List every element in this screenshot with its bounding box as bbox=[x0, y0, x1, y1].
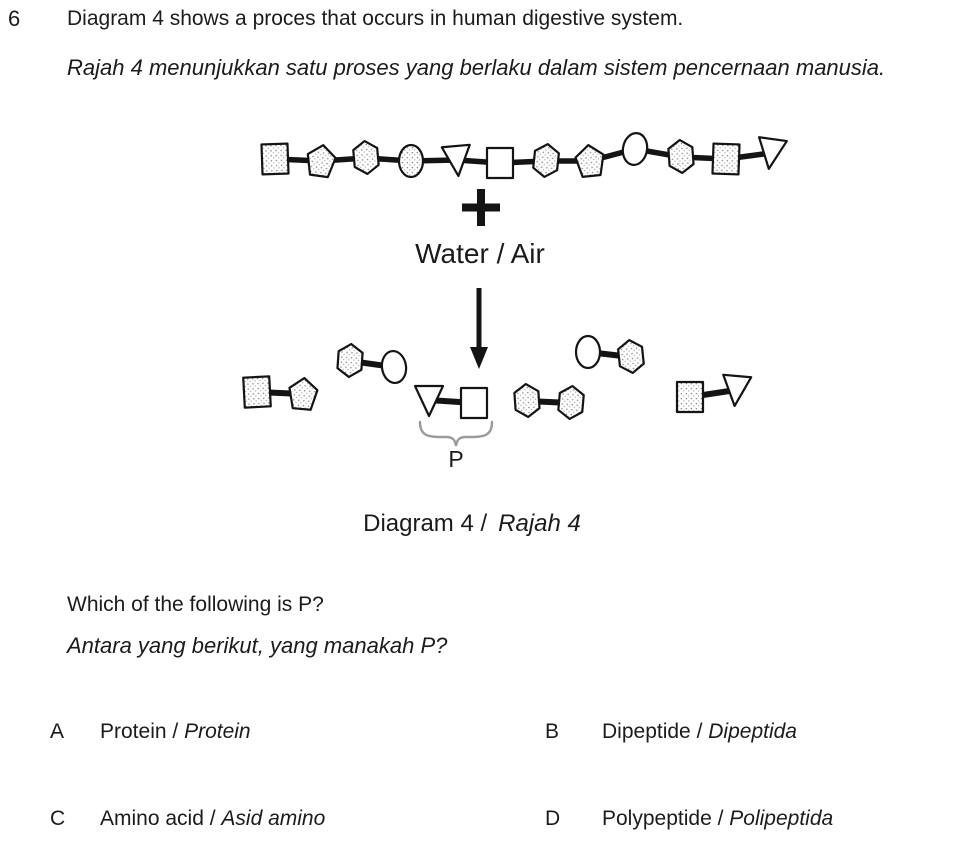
option-c-text: Amino acid / Asid amino bbox=[100, 806, 325, 831]
p-brace-icon bbox=[418, 420, 494, 447]
option-c-ms: Asid amino bbox=[221, 807, 326, 830]
caption-ms: Rajah 4 bbox=[498, 510, 581, 537]
hexagon-unit bbox=[336, 342, 364, 379]
oval-unit bbox=[380, 349, 408, 385]
dipeptide-pair bbox=[513, 382, 585, 421]
option-d-separator: / bbox=[711, 807, 730, 830]
option-b-separator: / bbox=[690, 720, 709, 743]
square-unit bbox=[260, 142, 290, 176]
option-b-letter: B bbox=[545, 720, 560, 743]
question-prompt-en: Diagram 4 shows a proces that occurs in … bbox=[67, 7, 684, 30]
pentagon-unit bbox=[306, 144, 337, 179]
question-prompt-ms: Rajah 4 menunjukkan satu proses yang ber… bbox=[67, 55, 886, 80]
pentagon-unit bbox=[574, 143, 605, 178]
option-d-text: Polypeptide / Polipeptida bbox=[602, 806, 833, 831]
option-b-en: Dipeptide bbox=[602, 720, 691, 743]
option-c-en: Amino acid bbox=[100, 807, 204, 830]
hexagon-unit bbox=[532, 142, 560, 179]
option-d-en: Polypeptide bbox=[602, 807, 712, 830]
dipeptide-pair bbox=[574, 334, 645, 375]
option-a-en: Protein bbox=[100, 720, 167, 743]
oval-unit bbox=[574, 334, 602, 370]
question-ask-ms: Antara yang berikut, yang manakah P? bbox=[67, 633, 448, 658]
square-unit bbox=[485, 146, 515, 180]
dipeptide-pair bbox=[336, 342, 408, 385]
option-d-ms: Polipeptida bbox=[729, 807, 834, 830]
oval-unit bbox=[621, 132, 649, 166]
pentagon-unit bbox=[288, 376, 319, 411]
product-p-label: P bbox=[448, 446, 464, 472]
dipeptide-pair-p bbox=[413, 384, 489, 420]
triangle-unit bbox=[722, 373, 753, 408]
substrate-label: Water / Air bbox=[415, 238, 545, 269]
polypeptide-chain bbox=[260, 132, 788, 180]
triangle-unit bbox=[413, 384, 445, 418]
question-ask-en: Which of the following is P? bbox=[67, 593, 324, 616]
plus-icon bbox=[462, 189, 500, 226]
option-a-letter: A bbox=[50, 720, 65, 743]
hexagon-unit bbox=[667, 138, 695, 175]
dipeptide-pair bbox=[675, 373, 753, 414]
square-unit bbox=[711, 142, 741, 176]
hexagon-unit bbox=[513, 382, 541, 419]
caption-en: Diagram 4 / bbox=[363, 510, 488, 537]
option-a-text: Protein / Protein bbox=[100, 719, 251, 744]
product-pairs bbox=[242, 334, 753, 421]
square-unit bbox=[242, 375, 272, 409]
option-b-text: Dipeptide / Dipeptida bbox=[602, 719, 797, 744]
oval-unit bbox=[397, 143, 425, 179]
figure-caption: Diagram 4 / Rajah 4 bbox=[0, 510, 944, 538]
triangle-unit bbox=[757, 136, 788, 170]
dipeptide-pair bbox=[242, 375, 319, 411]
hexagon-unit bbox=[617, 338, 645, 375]
triangle-unit bbox=[440, 143, 471, 178]
reaction-arrow-icon bbox=[470, 288, 488, 369]
hexagon-unit bbox=[352, 139, 380, 176]
option-c-letter: C bbox=[50, 807, 66, 830]
option-d-letter: D bbox=[545, 807, 561, 830]
question-number: 6 bbox=[8, 6, 21, 31]
option-c-separator: / bbox=[203, 807, 222, 830]
option-a-ms: Protein bbox=[184, 720, 251, 743]
hexagon-unit bbox=[557, 384, 585, 421]
option-a-separator: / bbox=[166, 720, 185, 743]
square-unit bbox=[675, 380, 705, 414]
square-unit bbox=[459, 386, 489, 420]
option-b-ms: Dipeptida bbox=[708, 720, 797, 743]
